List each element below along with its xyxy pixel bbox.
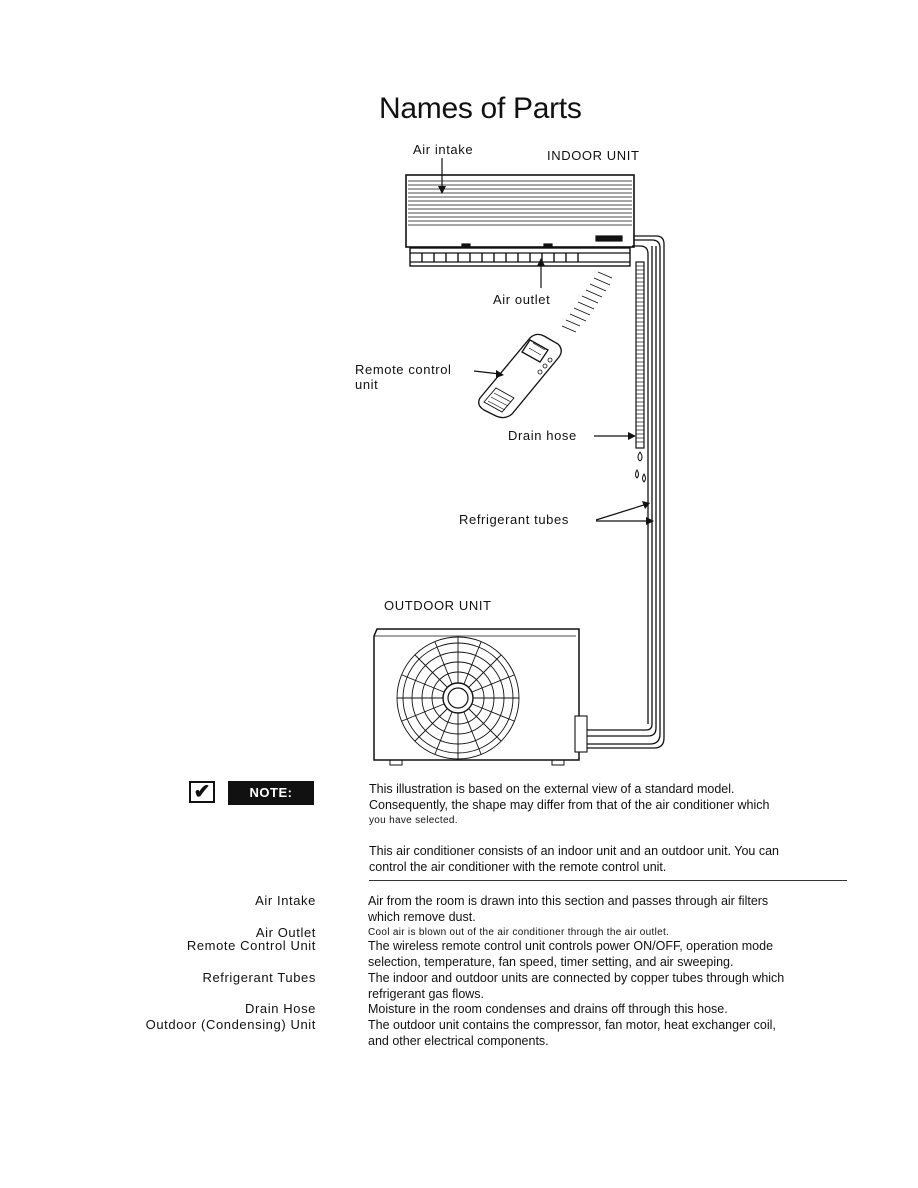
outdoor-unit-label: OUTDOOR UNIT: [384, 598, 492, 613]
part-term-drain-hose: Drain Hose: [244, 1001, 316, 1016]
page-title: Names of Parts: [379, 92, 582, 125]
desc-line: refrigerant gas flows.: [368, 987, 485, 1001]
outdoor-unit-graphic: [373, 628, 588, 766]
remote-control-label-line2: unit: [355, 377, 379, 392]
air-flow-lines: [561, 271, 613, 333]
part-term-remote-control-unit: Remote Control Unit: [186, 938, 316, 953]
note-text-line: Consequently, the shape may differ from …: [369, 798, 770, 812]
refrigerant-tubes-label: Refrigerant tubes: [459, 512, 569, 527]
part-desc-remote-control-unit: The wireless remote control unit control…: [368, 938, 773, 970]
desc-line: Air from the room is drawn into this sec…: [368, 894, 769, 908]
remote-control-graphic: [478, 333, 562, 419]
note-badge: NOTE:: [228, 781, 314, 805]
desc-line: and other electrical components.: [368, 1034, 549, 1048]
drain-hose-graphic: [635, 261, 646, 483]
part-term-refrigerant-tubes: Refrigerant Tubes: [202, 970, 316, 985]
part-desc-refrigerant-tubes: The indoor and outdoor units are connect…: [368, 970, 784, 1002]
note-paragraph-2: This air conditioner consists of an indo…: [369, 843, 779, 875]
note-text-line: This air conditioner consists of an indo…: [369, 844, 779, 858]
note-text-line: This illustration is based on the extern…: [369, 782, 735, 796]
note-paragraph-1: This illustration is based on the extern…: [369, 781, 769, 829]
part-desc-air-outlet: Cool air is blown out of the air conditi…: [368, 925, 669, 941]
desc-line: Moisture in the room condenses and drain…: [368, 1002, 728, 1016]
desc-line: The indoor and outdoor units are connect…: [368, 971, 785, 985]
remote-control-label-line1: Remote control: [355, 362, 452, 377]
indoor-unit-label: INDOOR UNIT: [547, 148, 640, 163]
note-text-line: control the air conditioner with the rem…: [369, 860, 667, 874]
part-desc-air-intake: Air from the room is drawn into this sec…: [368, 893, 768, 925]
note-text-line: you have selected.: [369, 815, 458, 826]
section-divider: [369, 880, 847, 881]
part-desc-outdoor-unit: The outdoor unit contains the compressor…: [368, 1017, 776, 1049]
refrigerant-tubes-graphic: [585, 235, 665, 749]
drain-hose-label: Drain hose: [508, 428, 577, 443]
checkmark-icon: ✔: [189, 781, 215, 803]
air-intake-label: Air intake: [413, 142, 474, 157]
part-term-outdoor-unit: Outdoor (Condensing) Unit: [145, 1017, 316, 1032]
desc-line: The wireless remote control unit control…: [368, 939, 774, 953]
desc-line: Cool air is blown out of the air conditi…: [368, 927, 670, 938]
desc-line: which remove dust.: [368, 910, 476, 924]
desc-line: The outdoor unit contains the compressor…: [368, 1018, 776, 1032]
air-outlet-label: Air outlet: [493, 292, 551, 307]
part-desc-drain-hose: Moisture in the room condenses and drain…: [368, 1001, 728, 1017]
desc-line: selection, temperature, fan speed, timer…: [368, 955, 734, 969]
part-term-air-outlet: Air Outlet: [255, 925, 316, 940]
part-term-air-intake: Air Intake: [255, 893, 316, 908]
